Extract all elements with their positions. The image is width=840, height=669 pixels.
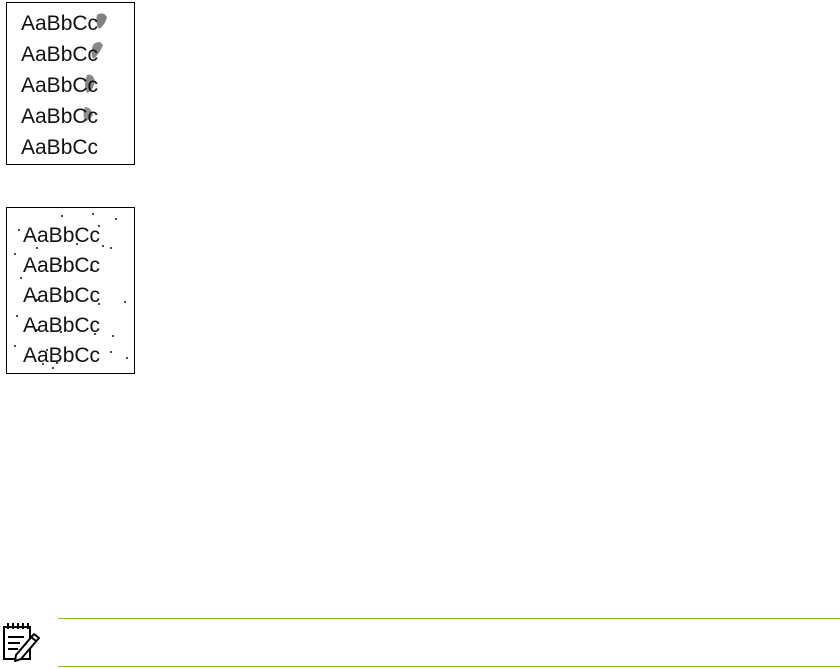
sample-line: AaBbCc bbox=[23, 344, 100, 367]
print-sample-smear: AaBbCc AaBbCc AaBbCc AaBbCc AaBbCc bbox=[6, 2, 135, 165]
smear-mark bbox=[85, 74, 95, 93]
smear-marks bbox=[83, 13, 107, 121]
sample-line: AaBbCc bbox=[21, 136, 98, 159]
smear-mark bbox=[96, 13, 107, 29]
smear-mark bbox=[91, 42, 103, 59]
sample-line: AaBbCc bbox=[21, 12, 98, 35]
sample-line: AaBbCc bbox=[23, 284, 100, 307]
sample-line: AaBbCc bbox=[23, 224, 100, 247]
note-top-rule bbox=[58, 618, 840, 619]
toner-specks bbox=[14, 213, 128, 369]
sample-line: AaBbCc bbox=[21, 105, 98, 128]
note-pad-pencil-icon bbox=[0, 620, 42, 664]
sample-line: AaBbCc bbox=[23, 254, 100, 277]
print-sample-specks: AaBbCc AaBbCc AaBbCc AaBbCc AaBbCc bbox=[6, 207, 135, 374]
sample-line: AaBbCc bbox=[21, 74, 98, 97]
smear-mark bbox=[83, 107, 93, 121]
sample-line: AaBbCc bbox=[23, 314, 100, 337]
sample-line: AaBbCc bbox=[21, 43, 98, 66]
